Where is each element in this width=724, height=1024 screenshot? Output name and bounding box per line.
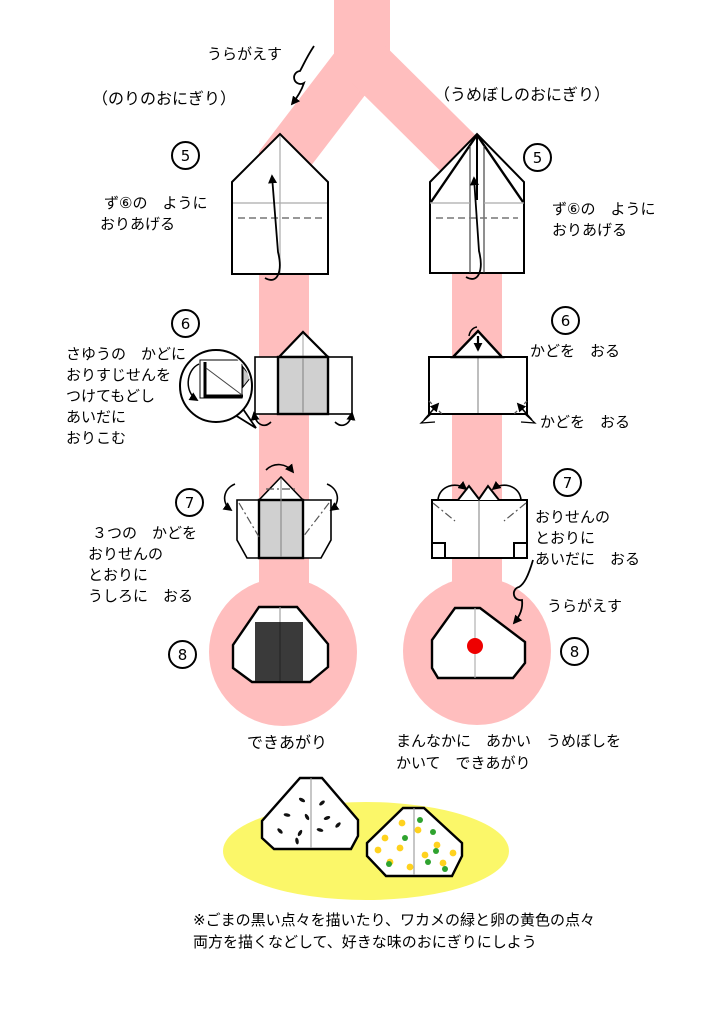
diagram-right-step7: [431, 480, 528, 559]
left-step5-text-2: おりあげる: [100, 215, 176, 233]
left-step7-text-4: うしろに おる: [88, 587, 194, 605]
flip-arrow-icon: [290, 45, 315, 106]
onigiri-umeboshi: [430, 606, 527, 680]
right-step6-label-top: かどを おる: [530, 342, 621, 360]
right-step7-text-2: とおりに: [535, 529, 596, 547]
right-step8-caption-1: まんなかに あかい うめぼしを: [396, 732, 622, 750]
right-step8-caption-2: かいて できあがり: [396, 754, 531, 772]
diagram-left-step6: [250, 330, 356, 427]
footer-note-1: ※ごまの黒い点々を描いたり、ワカメの緑と卵の黄色の点々: [193, 911, 595, 929]
onigiri-wakame-egg: [365, 806, 464, 878]
diagram-left-step7: [222, 463, 340, 560]
flip-label-right: うらがえす: [547, 597, 623, 615]
step-badge-left-5: 5: [171, 141, 200, 170]
diagram-right-step5: [429, 132, 525, 280]
step-badge-left-8: 8: [168, 640, 197, 669]
left-step7-text-2: おりせんの: [88, 545, 164, 563]
left-step5-text-1: ず⑥の ように: [104, 194, 208, 212]
right-step5-text-1: ず⑥の ように: [552, 200, 656, 218]
step-badge-left-7: 7: [175, 488, 204, 517]
flip-arrow-right-icon: [512, 559, 534, 625]
right-step7-text-3: あいだに おる: [535, 550, 641, 568]
left-step7-text-1: ３つの かどを: [92, 524, 198, 542]
onigiri-sesame: [260, 776, 360, 851]
left-step6-text-5: おりこむ: [66, 429, 127, 447]
left-step7-text-3: とおりに: [88, 566, 149, 584]
step-badge-right-5: 5: [523, 143, 552, 172]
left-step6-text-2: おりすじせんを: [66, 366, 172, 384]
step-badge-right-8: 8: [560, 637, 589, 666]
step-badge-right-7: 7: [553, 468, 582, 497]
left-step8-caption: できあがり: [247, 733, 328, 752]
onigiri-nori: [231, 605, 330, 684]
right-step5-text-2: おりあげる: [552, 221, 628, 239]
footer-note-2: 両方を描くなどして、好きな味のおにぎりにしよう: [193, 933, 537, 951]
flip-label-top: うらがえす: [207, 45, 283, 63]
right-step6-label-bottom: かどを おる: [540, 413, 631, 431]
left-step6-text-3: つけてもどし: [66, 387, 155, 405]
corner-detail-bubble: [179, 349, 257, 429]
left-step6-text-4: あいだに: [66, 408, 127, 426]
right-column-title: （うめぼしのおにぎり）: [434, 85, 611, 104]
plate-scene: [223, 776, 509, 900]
diagram-right-step6: [419, 326, 537, 424]
diagram-left-step5: [231, 132, 329, 281]
step-badge-right-6: 6: [551, 306, 580, 335]
left-column-title: （のりのおにぎり）: [92, 89, 237, 108]
left-step6-text-1: さゆうの かどに: [66, 345, 187, 363]
step-badge-left-6: 6: [171, 309, 200, 338]
right-step7-text-1: おりせんの: [535, 508, 611, 526]
